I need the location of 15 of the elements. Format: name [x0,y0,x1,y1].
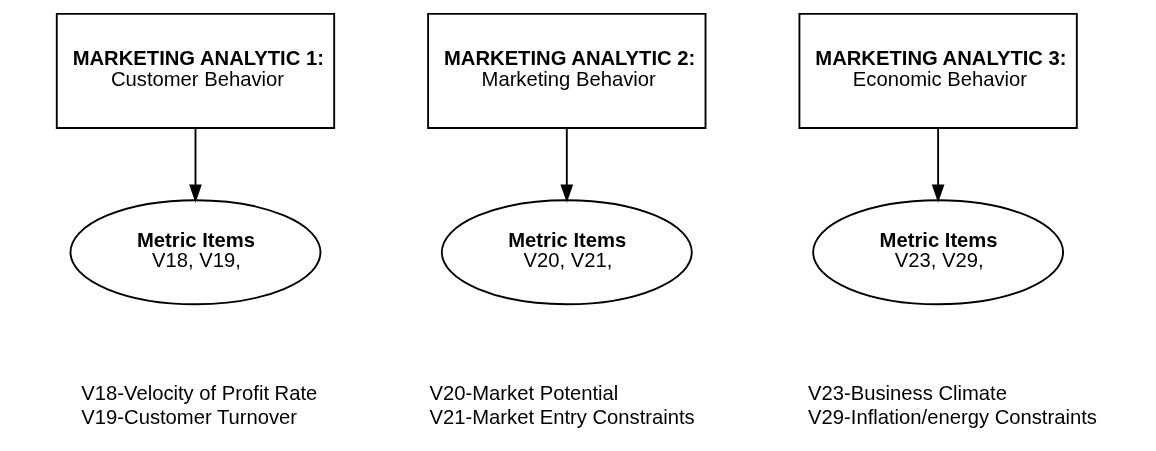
label: V18-Velocity of Profit Rate [81,381,318,404]
arrow [931,127,945,203]
arrow [560,127,574,203]
label: V21-Market Entry Constraints [429,406,695,429]
node-box: MARKETING ANALYTIC 3: Economic Behavior [798,12,1078,129]
node-ellipse: Metric Items V20, V21, [440,199,693,306]
node-ellipse: Metric Items V23, V29, [812,199,1065,306]
label: V23-Business Climate [808,381,1007,404]
label: V19-Customer Turnover [81,406,298,429]
arrow [189,127,202,203]
label: V20-Market Potential [429,381,619,404]
label: V29-Inflation/energy Constraints [808,406,1097,429]
node-ellipse: Metric Items V18, V19, [69,199,322,306]
node-box: MARKETING ANALYTIC 2: Marketing Behavior [427,12,707,129]
node-box: MARKETING ANALYTIC 1: Customer Behavior [55,12,336,129]
